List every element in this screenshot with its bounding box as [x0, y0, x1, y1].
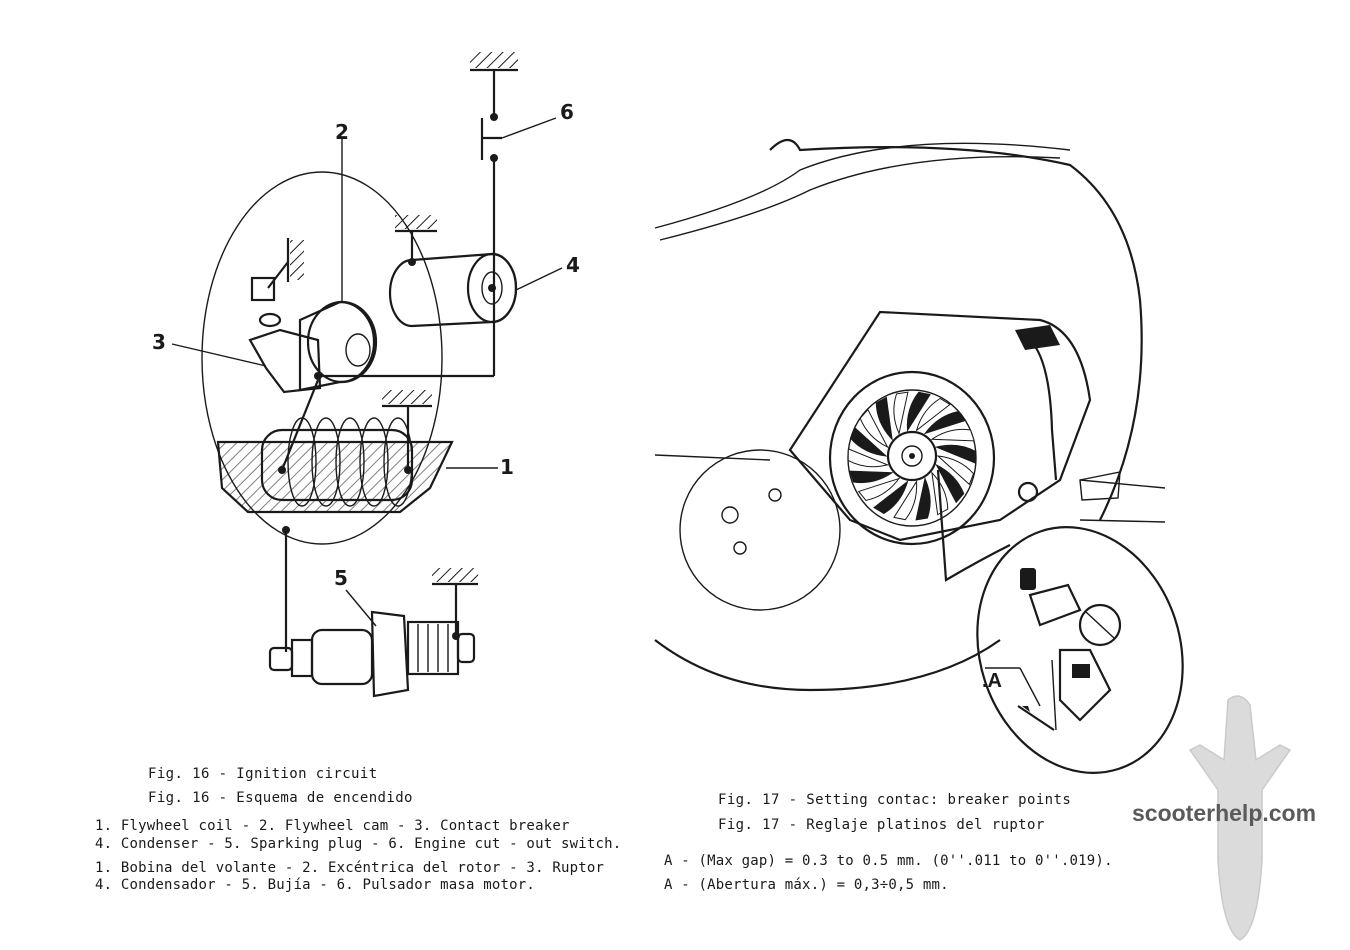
- fan-blade: [915, 397, 951, 432]
- fig16-caption-en: Fig. 16 - Ignition circuit: [148, 766, 378, 782]
- fan-blade: [936, 455, 975, 486]
- engine-cutout-switch: [480, 113, 557, 376]
- part-number-2: 2: [335, 120, 349, 144]
- fig16-caption-es: Fig. 16 - Esquema de encendido: [148, 790, 413, 806]
- fan-blade: [915, 476, 931, 521]
- part-number-6: 6: [560, 100, 574, 124]
- fan-blade: [934, 444, 977, 464]
- part-number-3: 3: [152, 330, 166, 354]
- fan-blade: [930, 428, 975, 442]
- fan-blade: [873, 480, 909, 515]
- fan-blade: [893, 391, 909, 436]
- fig16-legend-en-2: 4. Condenser - 5. Sparking plug - 6. Eng…: [95, 836, 622, 852]
- watermark-text: scooterhelp.com: [1132, 800, 1317, 826]
- ground-symbol-condenser: [395, 215, 437, 262]
- fig17-gap-note-en: A - (Max gap) = 0.3 to 0.5 mm. (0''.011 …: [664, 853, 1113, 869]
- part-number-5: 5: [334, 566, 348, 590]
- fan-blade: [849, 426, 888, 457]
- flywheel-coil: [216, 379, 498, 652]
- fan-blade: [875, 396, 893, 441]
- sparking-plug: [268, 589, 476, 698]
- fan-blade: [923, 411, 967, 435]
- fan-blade: [906, 391, 931, 432]
- part-number-1: 1: [500, 455, 514, 479]
- gap-marker: [985, 667, 1055, 731]
- fan-blade: [847, 448, 890, 468]
- fig17-caption-en: Fig. 17 - Setting contac: breaker points: [718, 792, 1072, 808]
- fan-blade: [935, 463, 965, 504]
- ground-symbol-breaker: [267, 238, 304, 289]
- gap-label: .A: [982, 670, 1002, 692]
- fig16-legend-es-1: 1. Bobina del volante - 2. Excéntrica de…: [95, 860, 605, 876]
- part-number-4: 4: [566, 253, 580, 277]
- fig17-caption-es: Fig. 17 - Reglaje platinos del ruptor: [718, 817, 1045, 833]
- detail-leader-line: [936, 469, 1011, 582]
- fan-blade: [849, 470, 894, 484]
- fig16-legend-es-2: 4. Condensador - 5. Bujía - 6. Pulsador …: [95, 877, 536, 893]
- fan-blade: [859, 408, 889, 449]
- engine-casing: [679, 310, 1121, 611]
- contact-breaker: [171, 276, 494, 394]
- fan-blade: [893, 480, 918, 521]
- flywheel-fan: [828, 370, 996, 546]
- breaker-detail-inset: [976, 526, 1184, 774]
- flywheel-outline: [201, 171, 443, 545]
- fan-blade: [857, 477, 901, 501]
- scooter-body: [654, 138, 1166, 692]
- condenser: [388, 252, 563, 328]
- ground-symbol-plug: [432, 568, 478, 635]
- fig16-legend-en-1: 1. Flywheel coil - 2. Flywheel cam - 3. …: [95, 818, 570, 834]
- fig17-gap-note-es: A - (Abertura máx.) = 0,3÷0,5 mm.: [664, 877, 949, 893]
- ground-symbol-switch: [470, 52, 518, 115]
- flywheel-cam: [298, 138, 378, 392]
